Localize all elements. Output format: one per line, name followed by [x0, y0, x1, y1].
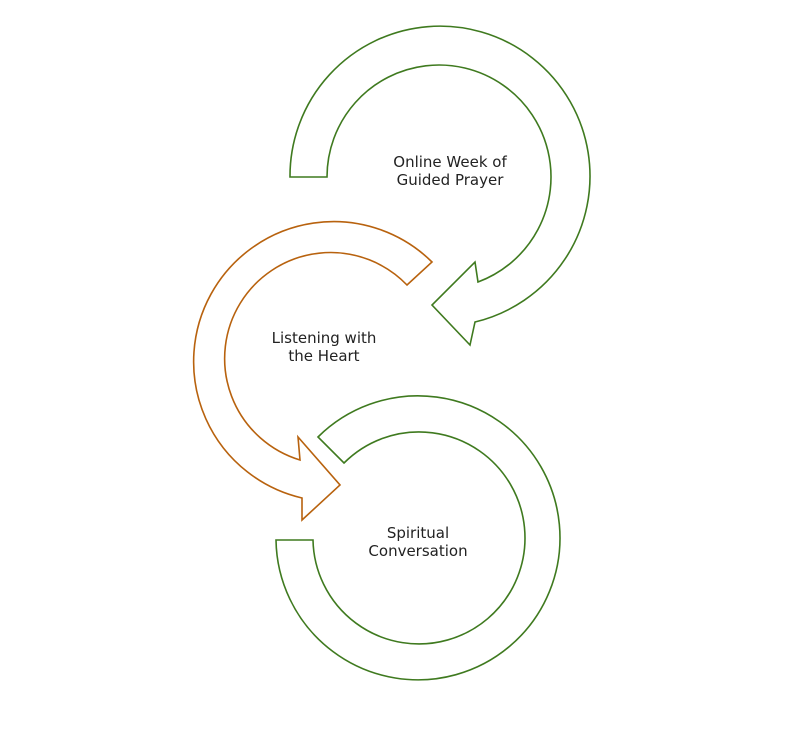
step-label-line: Online Week of: [393, 153, 507, 171]
step-label-listening: Listening with the Heart: [272, 329, 377, 365]
step-label-line: the Heart: [288, 347, 360, 365]
arrow-listening: [192, 220, 434, 522]
step-label-spiritual-conversation: Spiritual Conversation: [368, 524, 467, 560]
arrow-spiritual-conversation: [275, 395, 561, 681]
step-label-line: Guided Prayer: [396, 171, 504, 189]
arrow-online-week: [289, 25, 591, 347]
step-label-line: Listening with: [271, 329, 377, 347]
step-label-line: Spiritual: [386, 524, 450, 542]
step-label-line: Conversation: [368, 542, 468, 560]
step-label-online-week: Online Week of Guided Prayer: [393, 153, 506, 189]
